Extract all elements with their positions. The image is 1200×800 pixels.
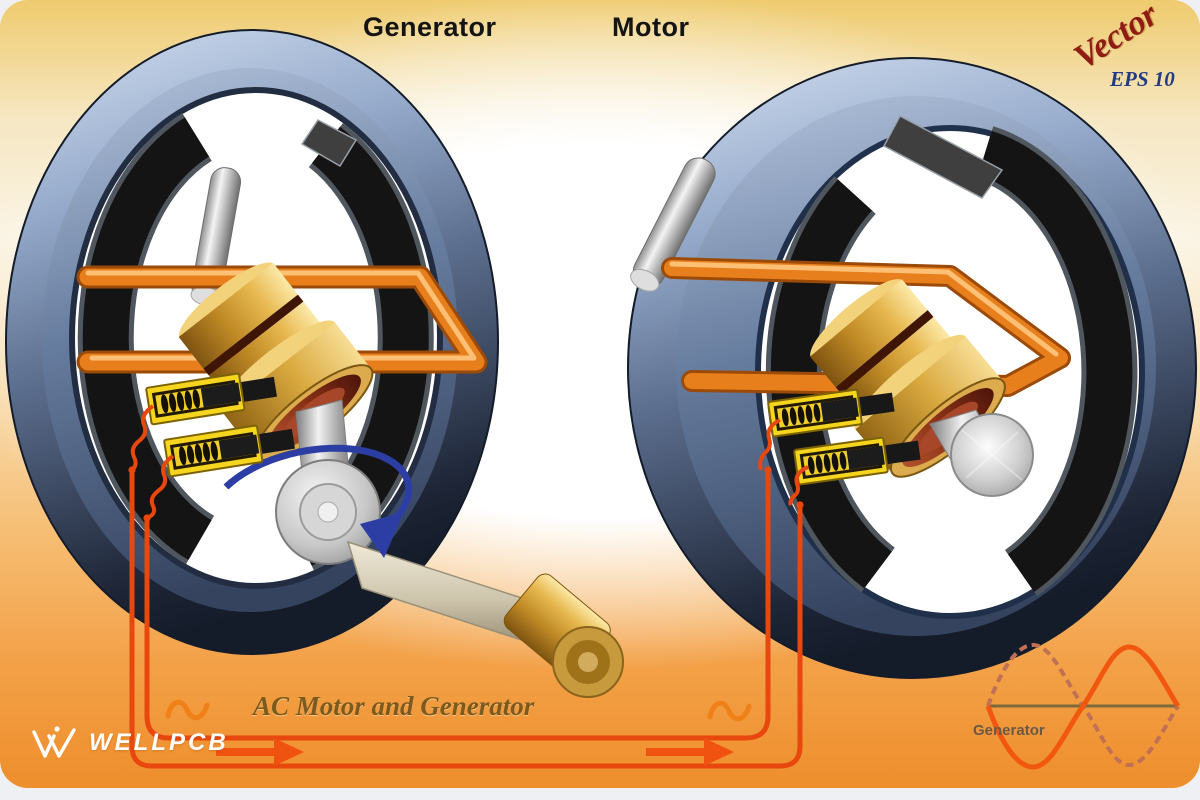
solid-wave <box>985 644 1181 770</box>
current-arrow-icon-right <box>646 738 734 766</box>
eps-version-label: EPS 10 <box>1110 67 1175 91</box>
current-arrow-icons <box>216 738 734 766</box>
ac-source-icon-right <box>707 700 752 722</box>
current-arrow-icon-left <box>216 738 304 766</box>
ac-source-icon-left <box>165 699 210 721</box>
ac-source-icons <box>165 699 752 722</box>
motor-machine <box>627 57 1197 679</box>
brand-logo: WELLPCB <box>30 722 229 764</box>
generator-brushes <box>145 372 295 478</box>
motor-shaft <box>929 409 1034 497</box>
rotation-arrow-icon <box>223 444 413 558</box>
sine-wave-graph <box>985 643 1181 770</box>
diagram-caption: AC Motor and Generator <box>253 691 535 721</box>
brand-name: WELLPCB <box>89 729 229 756</box>
motor-pole-pieces <box>765 114 1138 596</box>
waveform-label: Generator <box>973 722 1045 739</box>
generator-machine <box>5 29 624 698</box>
motor-title: Motor <box>612 12 690 42</box>
generator-title: Generator <box>363 12 497 42</box>
motor-shaft-rod <box>630 157 716 292</box>
circuit-wiring <box>128 404 809 769</box>
w-monogram-icon <box>32 726 76 758</box>
motor-brushes <box>767 388 921 486</box>
generator-crank-handle <box>275 399 624 698</box>
